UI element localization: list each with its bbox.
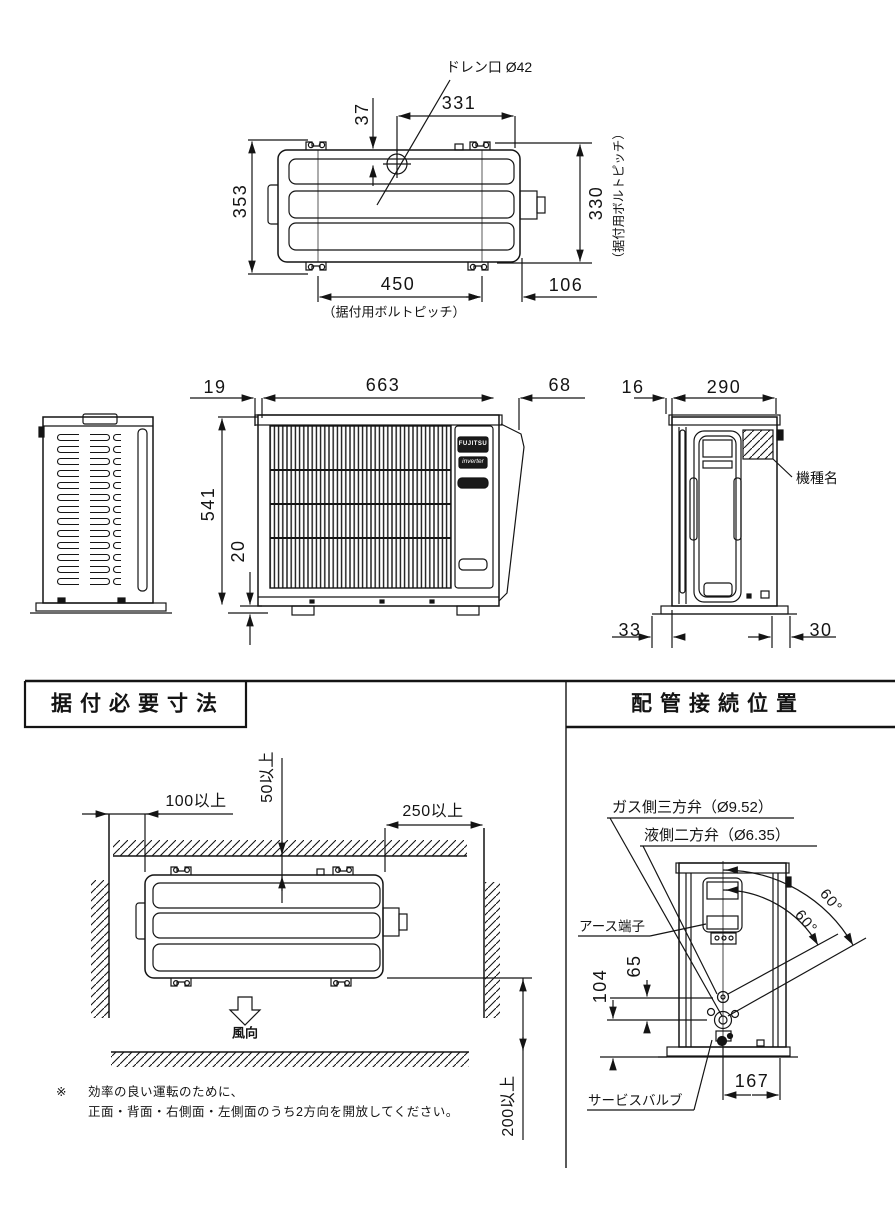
dim-290: 290 — [706, 377, 742, 397]
dim-33: 33 — [618, 620, 642, 640]
fujitsu-logo-text: FUJITSU — [458, 441, 488, 447]
dim-200-min: 200以上 — [500, 1075, 517, 1137]
louver-column — [90, 432, 121, 590]
right-side-view — [612, 394, 836, 648]
louver-column — [54, 432, 79, 590]
liquid-valve — [716, 990, 730, 1004]
liquid-leader-line — [642, 845, 718, 995]
left-wall-hatch — [91, 880, 109, 1018]
fan-grille — [269, 425, 452, 589]
plan-view — [248, 79, 597, 302]
bolt-pitch-note-right: （据付用ボルトピッチ） — [611, 127, 626, 265]
dim-19: 19 — [203, 377, 227, 397]
inverter-badge — [458, 456, 488, 469]
inverter-badge-text: inverter — [462, 457, 484, 465]
wind-direction-label: 風向 — [231, 1025, 259, 1041]
dim-450: 450 — [380, 274, 416, 294]
foot — [291, 605, 315, 616]
dim-331: 331 — [441, 93, 477, 113]
gas-valve — [713, 1010, 733, 1030]
dim-100-min: 100以上 — [165, 793, 227, 810]
foot-bracket — [305, 141, 327, 150]
dim-68: 68 — [548, 375, 572, 395]
piping-diagram — [578, 817, 867, 1111]
gas-leader-line — [609, 817, 723, 1017]
piping-section-title: 配管接続位置 — [631, 692, 805, 716]
note-line-2: 正面・背面・右側面・左側面のうち2方向を開放してください。 — [88, 1105, 459, 1119]
earth-terminal-label: アース端子 — [579, 919, 646, 934]
service-leader-line — [693, 1039, 713, 1111]
dim-663: 663 — [365, 375, 401, 395]
liquid-valve-label: 液側二方弁（Ø6.35） — [644, 827, 790, 844]
electrical-box — [702, 877, 743, 933]
install-clearance-diagram — [82, 758, 532, 1140]
front-view — [190, 394, 585, 645]
left-side-view — [30, 413, 172, 614]
dim-20: 20 — [228, 539, 248, 563]
fujitsu-logo-badge — [457, 436, 489, 453]
dim-104: 104 — [590, 968, 610, 1004]
dim-37: 37 — [352, 102, 372, 126]
model-name-hatch — [742, 429, 774, 460]
install-section-title: 据付必要寸法 — [51, 692, 225, 716]
dim-106: 106 — [548, 275, 584, 295]
note-mark: ※ — [56, 1085, 67, 1099]
service-valve — [716, 1035, 728, 1047]
ground-hatch — [111, 1052, 469, 1067]
dim-353: 353 — [230, 183, 250, 219]
dim-167: 167 — [734, 1071, 770, 1091]
wind-direction-arrow — [228, 996, 262, 1026]
dim-50-min: 50以上 — [259, 751, 276, 803]
drain-leader-line — [376, 79, 451, 206]
dim-250-min: 250以上 — [402, 803, 464, 820]
section-dividers — [23, 679, 895, 1168]
bolt-pitch-note-bottom: （据付用ボルトピッチ） — [322, 304, 466, 320]
dim-541: 541 — [198, 486, 218, 522]
handle-slot — [457, 477, 489, 489]
top-wall-hatch — [113, 840, 467, 856]
model-leader-line — [772, 458, 793, 478]
right-wall-hatch — [485, 882, 500, 1018]
side-flap — [498, 423, 525, 602]
service-valve-label: サービスバルブ — [588, 1093, 683, 1108]
side-panel — [454, 425, 494, 589]
drain-port-label: ドレン口 Ø42 — [445, 59, 533, 75]
gas-valve-label: ガス側三方弁（Ø9.52） — [612, 799, 773, 816]
model-name-label: 機種名 — [796, 470, 838, 486]
foot — [456, 605, 480, 616]
earth-leader-line — [649, 923, 707, 937]
handle — [82, 413, 118, 425]
dim-16: 16 — [621, 377, 645, 397]
left-bump — [267, 184, 278, 225]
dim-65: 65 — [624, 954, 644, 978]
dim-330: 330 — [586, 185, 606, 221]
angle-arc-outer — [722, 869, 854, 946]
dim-30: 30 — [809, 620, 833, 640]
note-line-1: 効率の良い運転のために、 — [88, 1085, 244, 1099]
pipe-connector — [519, 190, 538, 220]
